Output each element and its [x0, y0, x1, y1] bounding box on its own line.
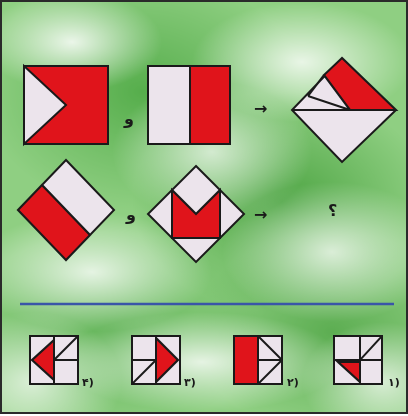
option-1[interactable]: ۱) [333, 335, 400, 389]
option-4[interactable]: ۴) [29, 335, 94, 389]
option-3-label: ۳) [184, 376, 196, 389]
option-2[interactable]: ۲) [233, 335, 299, 389]
conjunction-row2: و [125, 205, 136, 224]
arrow-row2: → [254, 205, 267, 224]
conjunction-row1: و [123, 109, 134, 128]
row2-shape2 [146, 164, 246, 264]
row1-shape2 [147, 65, 231, 145]
option-4-label: ۴) [82, 376, 94, 389]
option-1-label: ۱) [388, 376, 400, 389]
option-3[interactable]: ۳) [131, 335, 196, 389]
question-mark: ؟ [328, 201, 337, 220]
row1-result [290, 56, 399, 164]
row1-shape1 [23, 63, 109, 147]
arrow-row1: → [254, 99, 267, 118]
row2-shape1 [16, 158, 116, 262]
option-2-label: ۲) [287, 376, 299, 389]
